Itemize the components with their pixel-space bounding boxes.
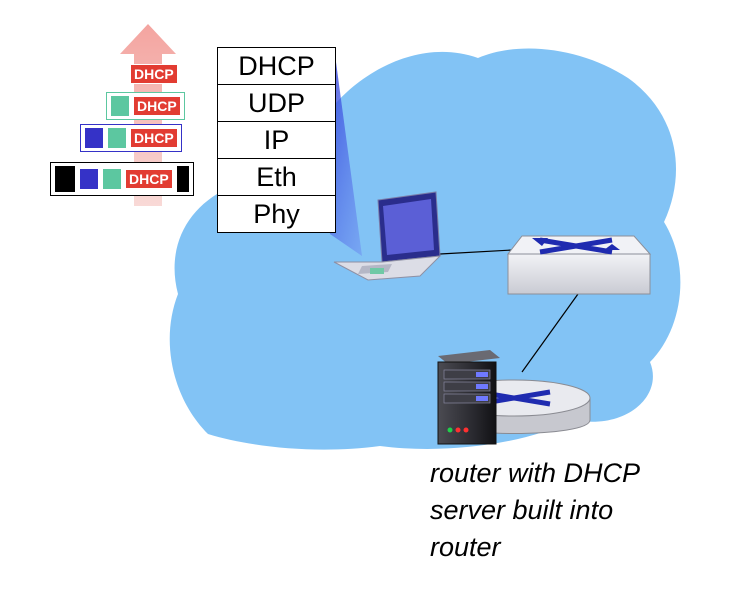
laptop-icon xyxy=(333,191,442,281)
stack-layer-ip: IP xyxy=(218,122,335,159)
udp-header xyxy=(107,127,127,149)
packet-eth: DHCP xyxy=(50,162,194,196)
ip-header xyxy=(84,127,104,149)
stack-layer-dhcp: DHCP xyxy=(218,48,335,85)
server-icon xyxy=(437,350,500,445)
switch-icon xyxy=(506,235,652,295)
eth-trailer xyxy=(175,165,190,193)
dhcp-payload: DHCP xyxy=(130,128,178,148)
packet-dhcp: DHCP xyxy=(130,64,178,84)
caption-line: router with DHCP xyxy=(430,458,641,488)
stack-layer-udp: UDP xyxy=(218,85,335,122)
link-switch-router xyxy=(521,293,579,373)
dhcp-payload: DHCP xyxy=(133,96,181,116)
udp-header xyxy=(110,95,130,117)
stack-layer-phy: Phy xyxy=(253,199,300,229)
packet-ip: DHCP xyxy=(80,124,182,152)
packet-udp: DHCP xyxy=(106,92,185,120)
eth-header xyxy=(54,165,76,193)
protocol-stack: DHCP UDP IP Eth Phy xyxy=(217,47,336,233)
dhcp-payload: DHCP xyxy=(125,169,173,189)
udp-header xyxy=(102,168,122,190)
diagram-caption: router with DHCP server built into route… xyxy=(430,455,730,566)
caption-line: router xyxy=(430,532,501,562)
ip-header xyxy=(79,168,99,190)
caption-line: server built into xyxy=(430,495,614,525)
stack-layer-eth: Eth xyxy=(218,159,335,196)
link-laptop-switch xyxy=(439,249,513,255)
dhcp-payload: DHCP xyxy=(130,64,178,84)
